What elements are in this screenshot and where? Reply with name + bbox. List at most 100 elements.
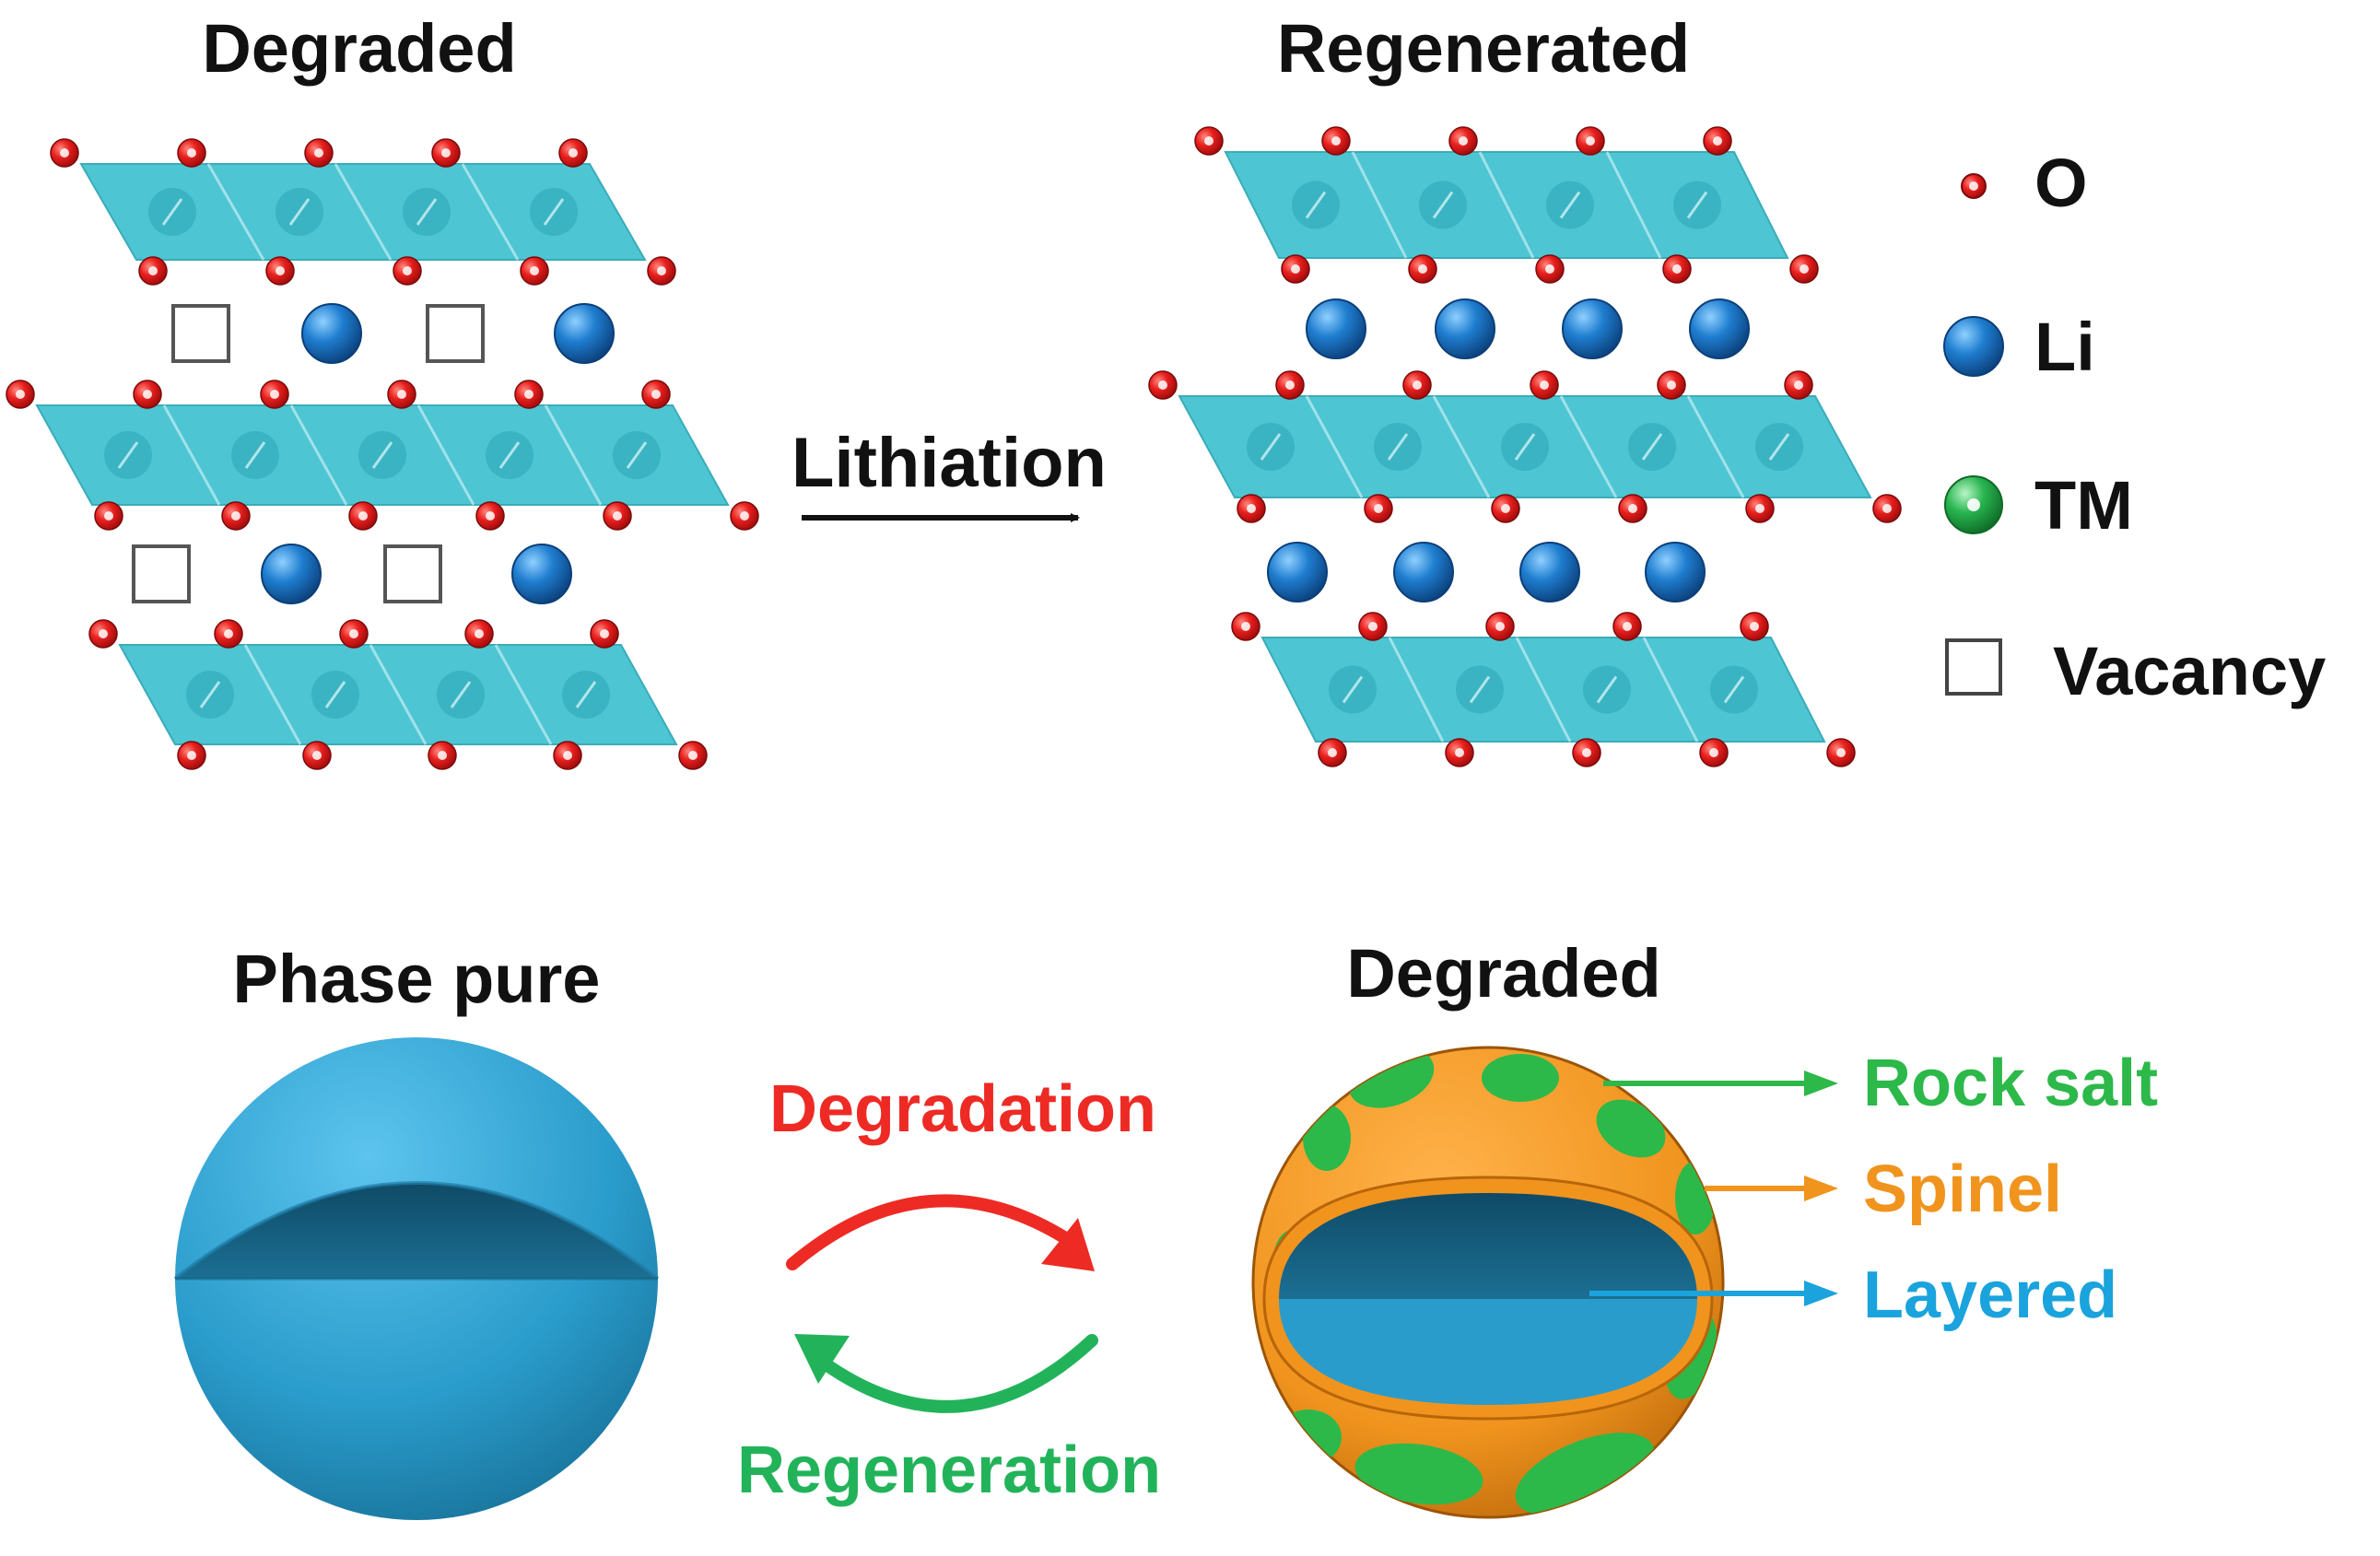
vacancy-icon xyxy=(1945,638,2002,696)
octahedron-edge xyxy=(416,198,438,226)
oxygen-atom-highlight xyxy=(276,266,285,275)
lithiation-arrow: Lithiation xyxy=(791,424,1107,522)
octahedron-divider xyxy=(416,404,475,506)
lithiation-label: Lithiation xyxy=(791,424,1107,502)
oxygen-atom-highlight xyxy=(187,148,196,158)
oxygen-atom-highlight xyxy=(1713,136,1722,146)
oxygen-atom-highlight xyxy=(740,511,749,521)
oxygen-atom-highlight xyxy=(270,390,279,399)
octahedron-edge xyxy=(244,441,266,469)
octahedron-edge xyxy=(1469,675,1491,704)
crystal-structures xyxy=(6,126,1902,770)
oxygen-atom-highlight xyxy=(1418,264,1427,274)
phase-labels: Rock salt Spinel Layered xyxy=(1589,1047,2158,1332)
octahedron-divider xyxy=(1432,395,1491,498)
lithium-atom xyxy=(554,303,615,364)
oxygen-atom-highlight xyxy=(1158,380,1167,390)
oxygen-atom-highlight xyxy=(1628,504,1637,513)
octahedron-divider xyxy=(334,163,393,261)
octahedron-edge xyxy=(1686,191,1708,219)
phase-pure-particle xyxy=(173,1037,660,1520)
degraded-particle xyxy=(1251,1046,1725,1519)
oxygen-atom-highlight xyxy=(1495,622,1505,631)
octahedron-divider xyxy=(1642,637,1699,743)
lithium-atom-icon xyxy=(1943,316,2004,377)
lithium-atom xyxy=(1267,542,1328,603)
oxygen-atom-highlight xyxy=(1459,136,1468,146)
legend-label-o: O xyxy=(2034,145,2088,221)
oxygen-atom-highlight xyxy=(1545,264,1554,274)
oxygen-atom-highlight xyxy=(1755,504,1764,513)
octahedron-edge xyxy=(1559,191,1581,219)
vacancy xyxy=(383,544,442,603)
lithium-atom xyxy=(261,544,322,604)
vacancy xyxy=(171,304,230,363)
octahedron-edge xyxy=(117,441,139,469)
oxygen-atom-highlight xyxy=(1882,504,1892,513)
octahedron-divider xyxy=(206,163,265,261)
layered-label: Layered xyxy=(1863,1258,2117,1332)
oxygen-atom-highlight xyxy=(1328,748,1337,757)
octahedron-divider xyxy=(243,644,302,745)
octahedron-edge xyxy=(1641,433,1663,461)
degradation-cycle: Degradation Regeneration xyxy=(737,1072,1161,1507)
oxygen-atom-highlight xyxy=(657,266,666,275)
oxygen-atom-highlight xyxy=(1586,136,1595,146)
oxygen-atom-highlight xyxy=(1368,622,1378,631)
oxygen-atom-highlight xyxy=(231,511,240,521)
octahedron-edge xyxy=(1305,191,1327,219)
oxygen-atom-highlight xyxy=(1836,748,1846,757)
degraded-particle-title: Degraded xyxy=(1346,935,1660,1012)
oxygen-atom-highlight xyxy=(1667,380,1676,390)
legend-label-vacancy: Vacancy xyxy=(2053,633,2326,709)
oxygen-atom-highlight xyxy=(1750,622,1759,631)
octahedron-edge xyxy=(1723,675,1745,704)
lithium-atom xyxy=(1645,542,1706,603)
oxygen-atom-highlight xyxy=(187,751,196,760)
oxygen-atom-highlight xyxy=(475,629,484,638)
legend-label-li: Li xyxy=(2034,309,2095,385)
legend: O Li TM Vacancy xyxy=(1943,145,2326,709)
oxygen-atom-highlight xyxy=(600,629,609,638)
octahedron-edge xyxy=(1387,433,1409,461)
octahedron-edge xyxy=(1342,675,1364,704)
oxygen-atom-highlight xyxy=(438,751,447,760)
octahedron-divider xyxy=(461,163,520,261)
oxygen-atom-highlight xyxy=(1582,748,1591,757)
octahedron-edge xyxy=(1432,191,1454,219)
oxygen-atom-highlight xyxy=(143,390,152,399)
oxygen-atom-highlight xyxy=(1800,264,1809,274)
octahedron-divider xyxy=(1515,637,1572,743)
oxygen-atom-highlight xyxy=(1455,748,1464,757)
oxygen-atom-highlight xyxy=(524,390,533,399)
oxygen-atom-highlight xyxy=(1204,136,1213,146)
oxygen-atom-highlight xyxy=(613,511,622,521)
oxygen-atom-highlight xyxy=(486,511,495,521)
octahedron-edge xyxy=(199,681,221,708)
lithium-atom xyxy=(1689,298,1750,359)
oxygen-atom-highlight xyxy=(530,266,539,275)
octahedron-divider xyxy=(162,404,221,506)
oxygen-atom-highlight xyxy=(349,629,358,638)
legend-item-o: O xyxy=(1961,145,2088,221)
oxygen-atom-highlight xyxy=(1291,264,1300,274)
oxygen-atom-highlight xyxy=(312,751,322,760)
octahedron-edge xyxy=(450,681,472,708)
oxygen-atom-highlight xyxy=(1540,380,1549,390)
octahedron-edge xyxy=(498,441,521,469)
octahedron-divider xyxy=(1388,637,1445,743)
octahedron-divider xyxy=(289,404,348,506)
phase-pure-title: Phase pure xyxy=(233,941,601,1017)
octahedron-edge xyxy=(575,681,597,708)
degradation-arrow xyxy=(786,1194,1073,1270)
oxygen-atom-highlight xyxy=(60,148,69,158)
oxygen-atom-highlight xyxy=(397,390,406,399)
oxygen-atom-highlight xyxy=(148,266,158,275)
lithium-atom xyxy=(1306,298,1366,359)
octahedron-divider xyxy=(1605,151,1662,259)
oxygen-atom-highlight xyxy=(99,629,108,638)
legend-item-li: Li xyxy=(1943,309,2095,385)
vacancy xyxy=(426,304,485,363)
octahedron-divider xyxy=(369,644,428,745)
